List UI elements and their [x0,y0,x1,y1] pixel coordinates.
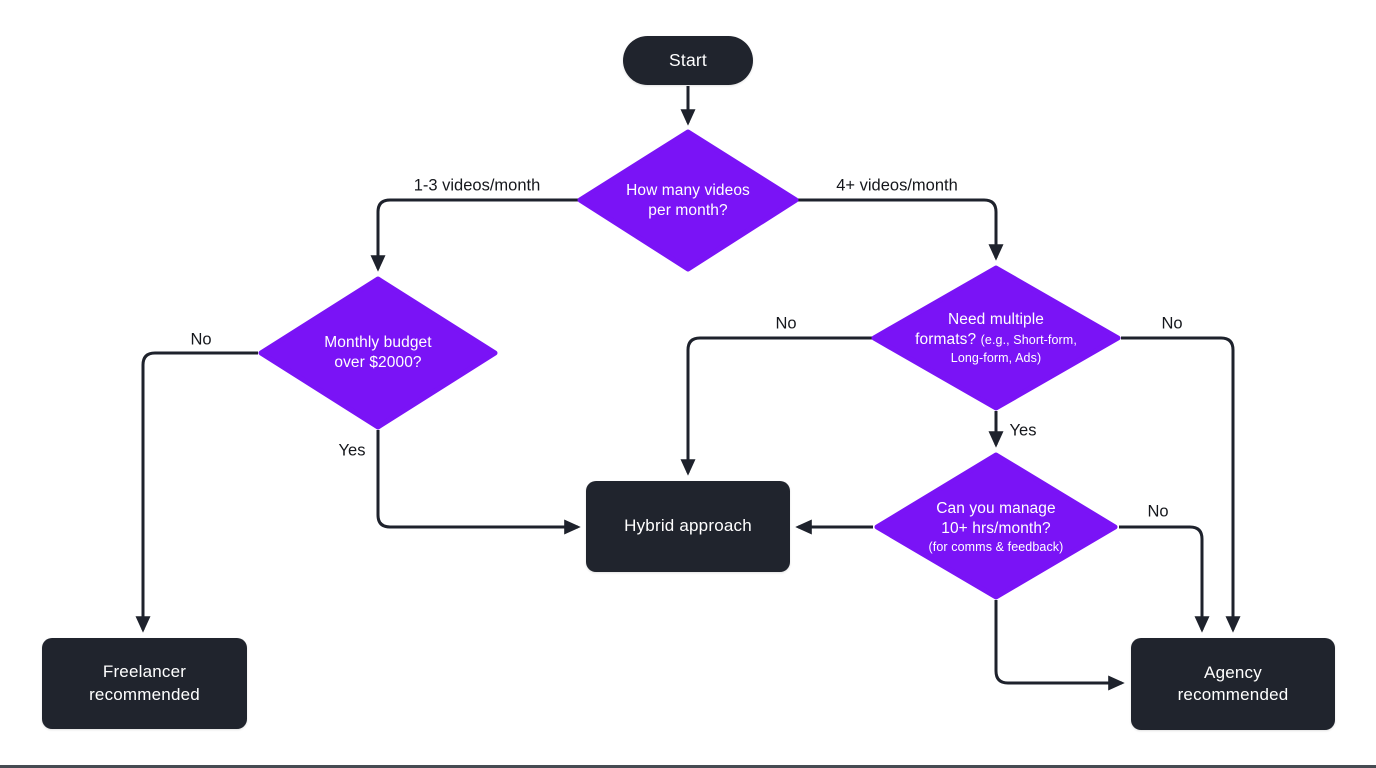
edge-label-budget-yes: Yes [338,441,366,460]
edge-label-budget-no: No [190,330,212,349]
decision-formats-diamond [871,265,1121,411]
decision-manage-diamond [874,452,1118,600]
freelancer-node: Freelancer recommended [42,638,247,729]
edge-manage-no-right-to-agency [1119,525,1210,633]
start-node: Start [623,36,753,85]
edge-budget-yes-to-hybrid [376,430,581,535]
edge-manage-yes-to-agency [994,600,1125,691]
hybrid-node: Hybrid approach [586,481,790,572]
edge-formats-no-to-hybrid [680,336,873,476]
screen-bottom-edge [0,765,1376,768]
edge-label-manage-no: No [1147,502,1169,521]
edge-label-formats-no-right: No [1161,314,1183,333]
decision-videos-diamond [577,129,799,272]
edge-label-formats-no-left: No [775,314,797,333]
edge-videos-to-formats [798,198,1004,261]
decision-budget-diamond [258,276,498,430]
edge-label-videos-low: 1-3 videos/month [413,176,541,195]
edge-videos-to-budget [370,198,578,272]
agency-node: Agency recommended [1131,638,1335,730]
edge-label-videos-high: 4+ videos/month [836,176,958,195]
edge-formats-no-to-agency [1121,336,1241,633]
edge-label-formats-yes: Yes [1009,421,1037,440]
edge-budget-no-to-freelancer [135,351,258,633]
start-node-label: Start [669,49,707,70]
